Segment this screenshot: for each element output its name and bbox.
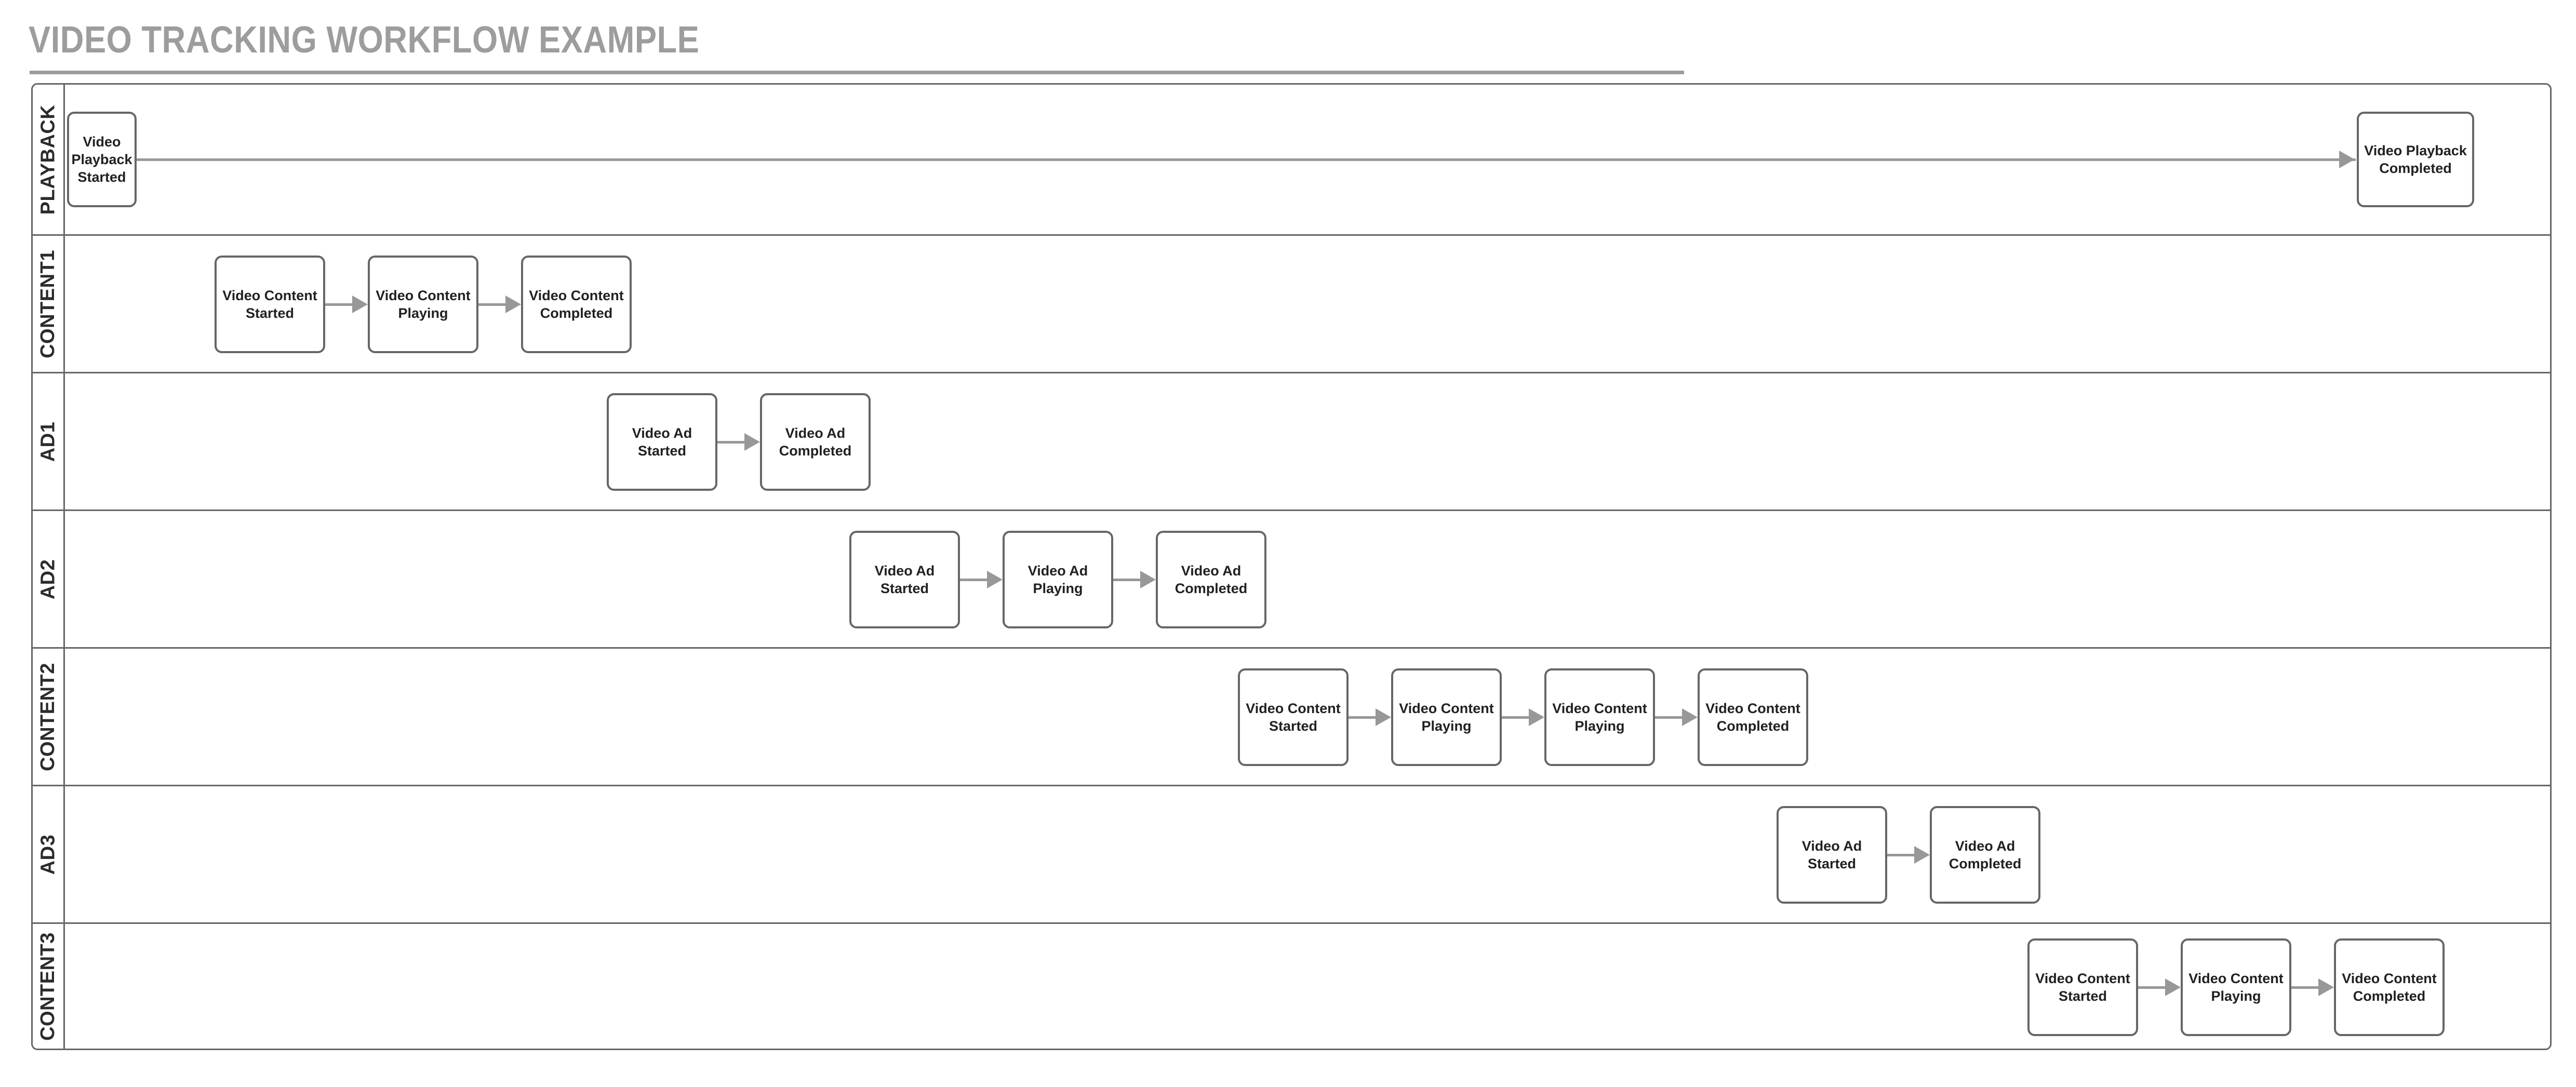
node-label: Video Content Playing: [376, 288, 471, 321]
arrowhead-ad2-2: [1140, 571, 1156, 588]
node-content2-playing-1[interactable]: Video Content Playing: [1391, 668, 1502, 766]
title-divider: [30, 71, 1684, 74]
lane-header-ad1: AD1: [33, 373, 65, 509]
arrowhead-content2-2: [1529, 708, 1544, 726]
lane-header-content3: CONTENT3: [33, 924, 65, 1049]
lane-body-content3: Video Content Started Video Content Play…: [65, 924, 2550, 1049]
node-ad3-started[interactable]: Video Ad Started: [1777, 806, 1887, 904]
arrowhead-content1-2: [505, 296, 521, 313]
lane-divider-2: [33, 372, 2550, 373]
lane-divider-3: [33, 509, 2550, 511]
arrowhead-ad3-1: [1914, 846, 1930, 864]
node-video-playback-started[interactable]: Video Playback Started: [67, 112, 137, 207]
node-label: Video Content Playing: [1399, 701, 1494, 734]
node-label: Video Content Started: [222, 288, 317, 321]
lane-body-content2: Video Content Started Video Content Play…: [65, 649, 2550, 785]
node-ad1-completed[interactable]: Video Ad Completed: [760, 393, 871, 491]
lane-playback: PLAYBACK Video Playback Started Video Pl…: [33, 85, 2550, 234]
edge-content1-1: [325, 303, 352, 306]
edge-content1-2: [478, 303, 505, 306]
edge-content2-1: [1349, 716, 1376, 719]
lane-content1: CONTENT1 Video Content Started Video Con…: [33, 236, 2550, 372]
lane-label-ad1: AD1: [37, 421, 59, 462]
arrowhead-content1-1: [352, 296, 368, 313]
node-label: Video Playback Started: [71, 134, 132, 185]
edge-ad2-2: [1113, 579, 1140, 581]
node-content2-playing-2[interactable]: Video Content Playing: [1544, 668, 1655, 766]
lane-header-ad2: AD2: [33, 511, 65, 647]
arrowhead-content2-1: [1376, 708, 1391, 726]
page-title: VIDEO TRACKING WORKFLOW EXAMPLE: [29, 19, 700, 61]
lane-header-content1: CONTENT1: [33, 236, 65, 372]
node-label: Video Content Playing: [1552, 701, 1647, 734]
lane-label-playback: PLAYBACK: [37, 104, 59, 214]
node-ad1-started[interactable]: Video Ad Started: [607, 393, 717, 491]
lane-body-playback: Video Playback Started Video Playback Co…: [65, 85, 2550, 234]
node-label: Video Content Completed: [1705, 701, 1800, 734]
node-label: Video Ad Started: [1801, 838, 1862, 871]
arrowhead-ad2-1: [987, 571, 1003, 588]
lane-ad3: AD3 Video Ad Started Video Ad Completed: [33, 786, 2550, 922]
node-content3-started[interactable]: Video Content Started: [2027, 938, 2138, 1036]
node-label: Video Content Started: [2035, 971, 2130, 1004]
arrowhead-content2-3: [1682, 708, 1698, 726]
node-label: Video Content Playing: [2188, 971, 2284, 1004]
node-ad3-completed[interactable]: Video Ad Completed: [1930, 806, 2040, 904]
node-label: Video Content Completed: [529, 288, 624, 321]
lane-divider-5: [33, 785, 2550, 786]
node-video-playback-completed[interactable]: Video Playback Completed: [2357, 112, 2474, 207]
node-ad2-playing[interactable]: Video Ad Playing: [1003, 531, 1113, 628]
node-label: Video Ad Completed: [1948, 838, 2022, 871]
node-label: Video Ad Started: [874, 563, 935, 596]
edge-ad1-1: [717, 441, 744, 444]
node-label: Video Playback Completed: [2364, 143, 2467, 176]
lane-divider-4: [33, 647, 2550, 649]
node-content2-started[interactable]: Video Content Started: [1238, 668, 1349, 766]
edge-content2-2: [1502, 716, 1529, 719]
lane-header-playback: PLAYBACK: [33, 85, 65, 234]
swimlane-pool: PLAYBACK Video Playback Started Video Pl…: [31, 83, 2552, 1050]
lane-header-ad3: AD3: [33, 786, 65, 922]
edge-content3-1: [2138, 986, 2165, 989]
lane-header-content2: CONTENT2: [33, 649, 65, 785]
lane-ad1: AD1 Video Ad Started Video Ad Completed: [33, 373, 2550, 509]
lane-label-ad3: AD3: [37, 834, 59, 875]
node-label: Video Ad Completed: [779, 425, 852, 459]
node-content2-completed[interactable]: Video Content Completed: [1698, 668, 1808, 766]
lane-body-ad1: Video Ad Started Video Ad Completed: [65, 373, 2550, 509]
lane-divider-6: [33, 922, 2550, 924]
edge-playback-1: [137, 158, 2356, 161]
node-label: Video Ad Started: [632, 425, 692, 459]
node-content3-playing[interactable]: Video Content Playing: [2181, 938, 2291, 1036]
edge-ad3-1: [1887, 854, 1914, 856]
lane-divider-1: [33, 234, 2550, 236]
edge-content3-2: [2291, 986, 2318, 989]
node-content1-playing[interactable]: Video Content Playing: [368, 256, 478, 353]
edge-ad2-1: [960, 579, 987, 581]
lane-body-ad2: Video Ad Started Video Ad Playing Video …: [65, 511, 2550, 647]
node-label: Video Content Started: [1246, 701, 1341, 734]
lane-content3: CONTENT3 Video Content Started Video Con…: [33, 924, 2550, 1049]
lane-label-ad2: AD2: [37, 559, 59, 599]
node-content1-started[interactable]: Video Content Started: [215, 256, 325, 353]
lane-ad2: AD2 Video Ad Started Video Ad Playing Vi…: [33, 511, 2550, 647]
lane-body-content1: Video Content Started Video Content Play…: [65, 236, 2550, 372]
arrowhead-content3-2: [2318, 978, 2334, 996]
lane-label-content3: CONTENT3: [37, 932, 59, 1041]
arrowhead-ad1-1: [744, 433, 760, 451]
node-content1-completed[interactable]: Video Content Completed: [521, 256, 632, 353]
lane-content2: CONTENT2 Video Content Started Video Con…: [33, 649, 2550, 785]
arrowhead-playback-1: [2339, 151, 2355, 168]
node-label: Video Ad Completed: [1174, 563, 1248, 596]
edge-content2-3: [1655, 716, 1682, 719]
lane-label-content1: CONTENT1: [37, 249, 59, 358]
node-ad2-started[interactable]: Video Ad Started: [849, 531, 960, 628]
node-content3-completed[interactable]: Video Content Completed: [2334, 938, 2445, 1036]
node-ad2-completed[interactable]: Video Ad Completed: [1156, 531, 1266, 628]
node-label: Video Ad Playing: [1027, 563, 1088, 596]
arrowhead-content3-1: [2165, 978, 2181, 996]
node-label: Video Content Completed: [2342, 971, 2437, 1004]
lane-body-ad3: Video Ad Started Video Ad Completed: [65, 786, 2550, 922]
lane-label-content2: CONTENT2: [37, 662, 59, 771]
